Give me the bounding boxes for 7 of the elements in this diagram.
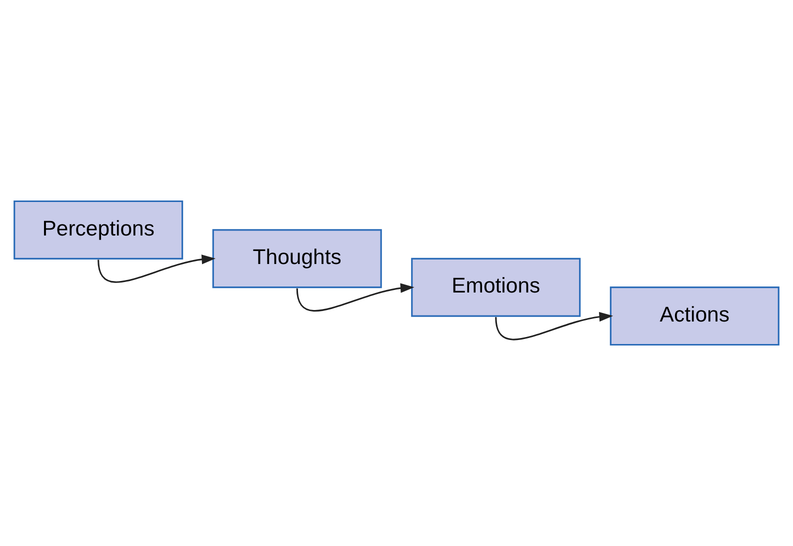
- node-box: Thoughts: [212, 229, 382, 288]
- node-box: Emotions: [411, 258, 581, 317]
- node-box: Perceptions: [14, 200, 184, 260]
- arrow: [296, 283, 414, 312]
- node-box: Actions: [610, 286, 780, 346]
- arrow: [98, 254, 216, 283]
- arrow: [495, 312, 614, 340]
